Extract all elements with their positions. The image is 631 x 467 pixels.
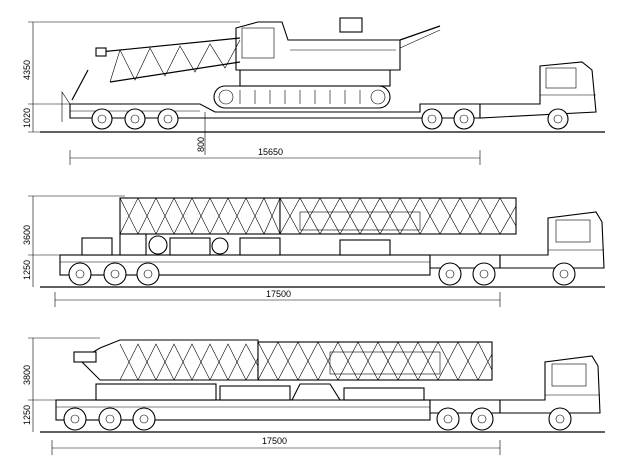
panel-top: 4350 1020 xyxy=(22,17,605,165)
wheel xyxy=(124,108,146,130)
crawler-track xyxy=(213,85,391,109)
tractor-unit xyxy=(499,355,601,431)
hook-blocks-cargo xyxy=(81,233,391,256)
wheel xyxy=(157,108,179,130)
wheel xyxy=(421,108,443,130)
height-total-label: 4350 xyxy=(22,60,32,80)
boom-tip xyxy=(95,47,107,57)
wheel xyxy=(453,108,475,130)
wheel xyxy=(136,262,160,286)
tractor-unit xyxy=(499,211,605,286)
lowbed-trailer xyxy=(59,254,501,286)
boom-tip xyxy=(73,351,97,363)
tractor-unit xyxy=(479,61,597,130)
crane-upper-body xyxy=(235,17,401,87)
wheel xyxy=(547,108,569,130)
wheel xyxy=(472,262,496,286)
height-total-label: 3800 xyxy=(22,365,32,385)
wheel xyxy=(548,407,572,431)
wheel xyxy=(103,262,127,286)
boom-sections-cargo xyxy=(73,339,493,381)
gantry xyxy=(399,25,441,41)
length-label: 17500 xyxy=(266,289,291,299)
wheel xyxy=(132,407,156,431)
height-total-label: 3600 xyxy=(22,225,32,245)
wheel xyxy=(552,262,576,286)
ground-clearance-label: 800 xyxy=(196,137,206,152)
wheel xyxy=(436,407,460,431)
wheel xyxy=(68,262,92,286)
counterweight-top xyxy=(339,17,363,33)
wheel xyxy=(438,262,462,286)
length-label: 17500 xyxy=(262,436,287,446)
operator-cab xyxy=(241,27,275,59)
wheel xyxy=(91,108,113,130)
deck-height-label: 1250 xyxy=(22,405,32,425)
length-label: 15650 xyxy=(258,147,283,157)
boom-sections-cargo xyxy=(119,197,517,235)
lowbed-trailer xyxy=(55,399,501,431)
wheel xyxy=(98,407,122,431)
loading-ramp xyxy=(71,69,89,101)
deck-height-label: 1020 xyxy=(22,108,32,128)
panel-bottom: 3800 1250 xyxy=(22,337,605,455)
hook-blocks-cargo xyxy=(95,383,425,401)
deck-height-label: 1250 xyxy=(22,260,32,280)
panel-middle: 3600 1250 xyxy=(22,195,605,307)
lowbed-trailer xyxy=(61,69,481,130)
wheel xyxy=(63,407,87,431)
wheel xyxy=(470,407,494,431)
crane-boom xyxy=(95,25,441,83)
